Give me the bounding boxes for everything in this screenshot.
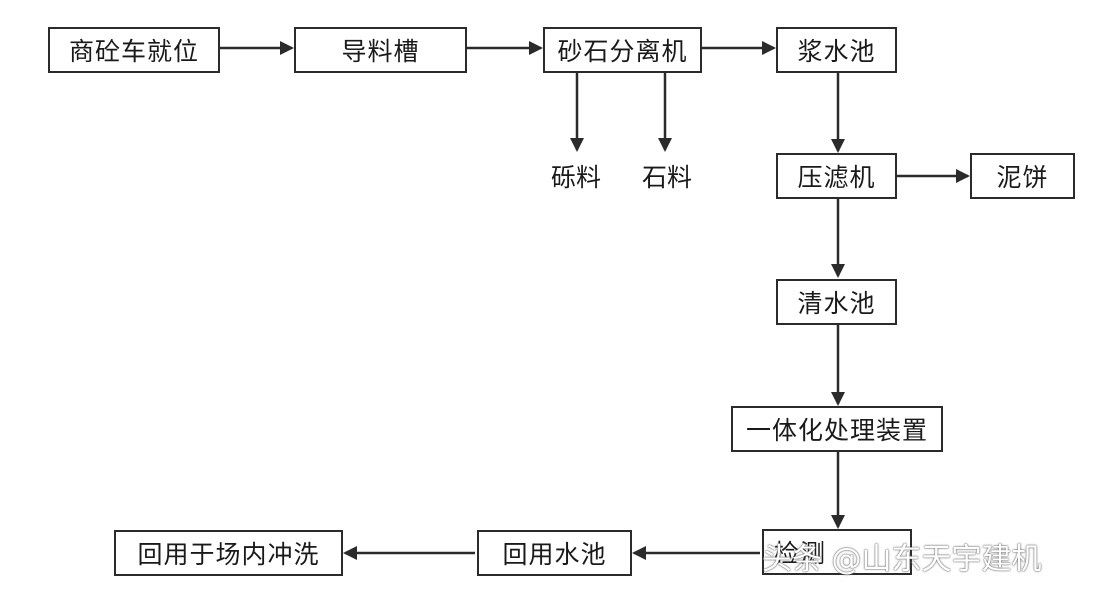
node-separator: 砂石分离机 (543, 27, 702, 73)
output-stone: 石料 (642, 163, 693, 192)
node-reuse-wash: 回用于场内冲洗 (114, 530, 343, 576)
node-reuse-pool: 回用水池 (477, 530, 632, 576)
watermark: 头条 @山东天宇建机 (762, 542, 1042, 577)
node-filter-press: 压滤机 (776, 153, 897, 199)
node-truck: 商砼车就位 (48, 27, 220, 73)
node-integrated-device: 一体化处理装置 (731, 406, 943, 452)
node-chute: 导料槽 (294, 27, 467, 73)
node-tank: 检测 (762, 529, 912, 575)
node-mud-cake: 泥饼 (970, 153, 1075, 199)
output-gravel: 砾料 (551, 163, 602, 192)
node-slurry-pool: 浆水池 (776, 27, 897, 73)
node-clear-pool: 清水池 (776, 279, 897, 325)
